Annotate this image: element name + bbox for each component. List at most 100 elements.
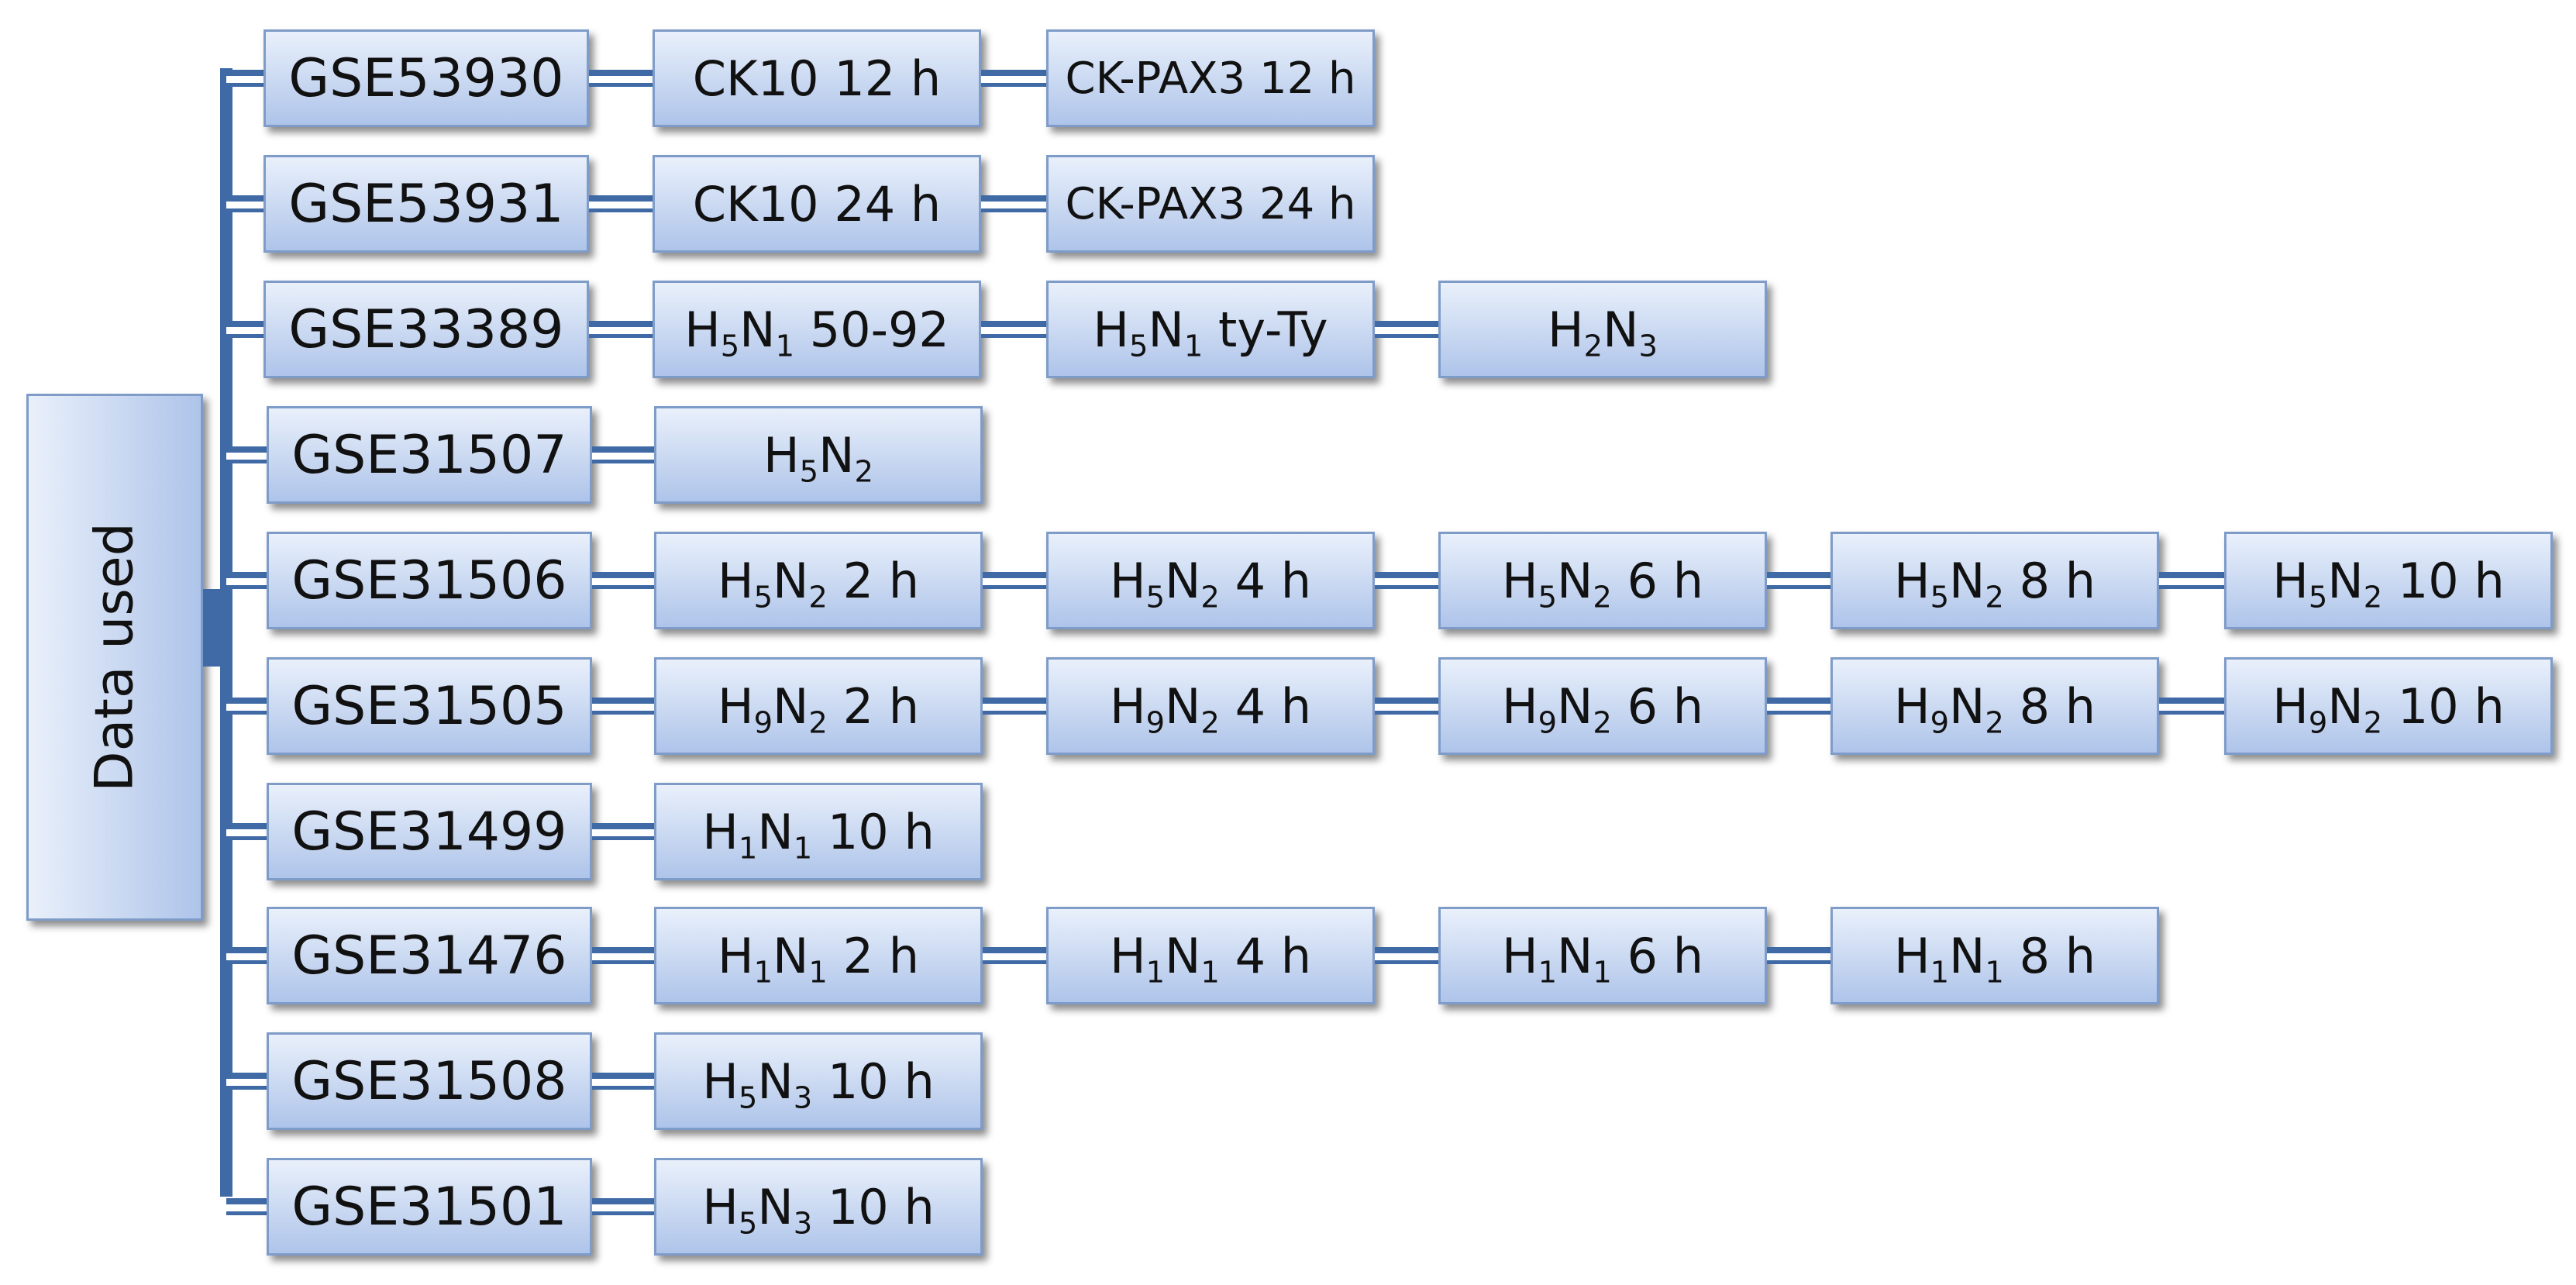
sample-connector	[592, 947, 654, 964]
sample-node: H1N1 4 h	[1046, 907, 1375, 1004]
label-text: N	[773, 552, 809, 609]
sample-connector	[589, 195, 653, 212]
label-text: H	[684, 301, 721, 358]
sample-connector	[2159, 572, 2224, 589]
label-text: H	[1501, 677, 1538, 735]
label-text: N	[1949, 677, 1985, 735]
branch-connector	[226, 947, 267, 964]
sample-node: H2N3	[1438, 281, 1767, 378]
subscript: 2	[1583, 328, 1603, 363]
dataset-node-gse31505: GSE31505	[267, 657, 592, 755]
subscript: 5	[1538, 579, 1558, 615]
subscript: 9	[1930, 705, 1950, 740]
subscript: 2	[1200, 579, 1220, 615]
sample-label: H9N2 2 h	[718, 677, 919, 738]
sample-node: CK10 24 h	[653, 155, 981, 253]
label-text: 6 h	[1611, 552, 1704, 609]
label-text: H	[2272, 677, 2309, 735]
label-text: N	[757, 1052, 794, 1110]
subscript: 1	[738, 830, 758, 866]
branch-connector	[226, 572, 267, 589]
sample-label: H5N1 50-92	[684, 301, 949, 361]
sample-node: H9N2 4 h	[1046, 657, 1375, 755]
subscript: 2	[2363, 705, 2383, 740]
sample-connector	[1767, 698, 1830, 715]
sample-node: H1N1 2 h	[654, 907, 983, 1004]
label-text: 6 h	[1611, 927, 1704, 984]
dataset-id: GSE31505	[291, 675, 567, 737]
label-text: N	[818, 426, 855, 484]
label-text: H	[763, 426, 800, 484]
label-text: 2 h	[827, 552, 920, 609]
subscript: 3	[793, 1080, 813, 1115]
label-text: 8 h	[2003, 677, 2096, 735]
sample-node: H5N2	[654, 406, 983, 504]
label-text: 2 h	[827, 927, 920, 984]
label-text: 10 h	[2382, 677, 2505, 735]
dataset-id: GSE31506	[291, 549, 567, 611]
sample-node: H5N1 50-92	[653, 281, 981, 378]
subscript: 1	[753, 954, 773, 990]
sample-connector	[981, 70, 1046, 87]
subscript: 5	[753, 579, 773, 615]
subscript: 2	[2363, 579, 2383, 615]
sample-connector	[1375, 698, 1438, 715]
label-text: N	[739, 301, 776, 358]
subscript: 1	[1145, 954, 1166, 990]
label-text: H	[1893, 927, 1930, 984]
label-text: CK10 24 h	[692, 175, 942, 233]
sample-connector	[981, 195, 1046, 212]
branch-connector	[226, 70, 263, 87]
sample-connector	[981, 321, 1046, 338]
label-text: N	[773, 927, 809, 984]
subscript: 9	[1145, 705, 1166, 740]
dataset-id: GSE31476	[291, 925, 567, 987]
sample-node: H5N2 2 h	[654, 532, 983, 629]
label-text: H	[717, 552, 754, 609]
label-text: CK-PAX3 24 h	[1065, 178, 1356, 229]
branch-connector	[226, 195, 263, 212]
sample-label: CK-PAX3 12 h	[1066, 53, 1356, 104]
label-text: CK-PAX3 12 h	[1065, 53, 1356, 104]
sample-node: H5N2 8 h	[1830, 532, 2159, 629]
subscript: 1	[1183, 328, 1204, 363]
label-text: CK10 12 h	[692, 50, 942, 107]
sample-connector	[592, 698, 654, 715]
sample-label: H9N2 10 h	[2272, 677, 2505, 738]
subscript: 3	[1638, 328, 1658, 363]
label-text: 10 h	[2382, 552, 2505, 609]
sample-label: H5N2	[763, 426, 873, 487]
branch-connector	[226, 321, 263, 338]
label-text: N	[1557, 927, 1593, 984]
subscript: 9	[2308, 705, 2328, 740]
subscript: 5	[1129, 328, 1149, 363]
sample-node: H9N2 2 h	[654, 657, 983, 755]
sample-node: H9N2 6 h	[1438, 657, 1767, 755]
dataset-id: GSE31501	[291, 1176, 567, 1238]
label-text: 10 h	[812, 1052, 935, 1110]
label-text: N	[757, 1178, 794, 1235]
label-text: N	[1949, 552, 1985, 609]
subscript: 1	[1930, 954, 1950, 990]
sample-label: H5N2 8 h	[1894, 552, 2096, 612]
label-text: N	[773, 677, 809, 735]
sample-connector	[983, 572, 1046, 589]
subscript: 5	[799, 453, 819, 489]
root-node: Data used	[26, 394, 203, 921]
label-text: 8 h	[2003, 927, 2096, 984]
sample-label: H1N1 2 h	[718, 927, 920, 987]
dataset-node-gse33389: GSE33389	[263, 281, 589, 378]
label-text: 4 h	[1219, 927, 1312, 984]
label-text: H	[1109, 552, 1146, 609]
dataset-id: GSE31507	[291, 424, 567, 486]
sample-label: H5N2 10 h	[2272, 552, 2505, 612]
branch-connector	[226, 446, 267, 463]
sample-connector	[592, 446, 654, 463]
label-text: N	[1557, 677, 1593, 735]
dataset-node-gse31508: GSE31508	[267, 1032, 592, 1130]
subscript: 2	[854, 453, 873, 489]
sample-label: H5N2 4 h	[1109, 552, 1311, 612]
sample-label: H1N1 8 h	[1893, 927, 2096, 987]
sample-label: H1N1 10 h	[702, 804, 935, 863]
label-text: H	[1501, 927, 1538, 984]
